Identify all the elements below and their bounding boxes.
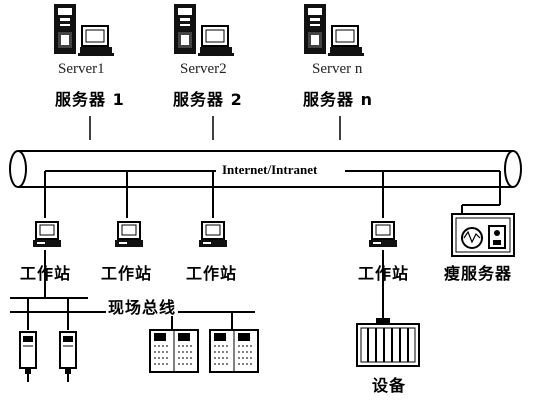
field-device-1-icon	[19, 331, 37, 383]
thin-server-icon	[451, 204, 515, 257]
workstation-2-label: 工作站	[101, 264, 153, 283]
workstation-1-label: 工作站	[20, 264, 72, 283]
server-2-label: 服务器 2	[173, 90, 243, 109]
workstation-2-icon	[114, 221, 144, 248]
network-label: Internet/Intranet	[219, 163, 321, 176]
workstation-links	[44, 171, 501, 218]
fieldbus-lines	[10, 250, 384, 330]
control-cabinet-1-icon	[149, 329, 199, 373]
control-cabinet-2-icon	[209, 329, 259, 373]
server-n-name: Server n	[312, 61, 363, 77]
internet-backbone	[9, 150, 522, 188]
server-n-icon	[303, 3, 365, 57]
server-1-icon	[53, 3, 115, 57]
server-1-label: 服务器 1	[55, 90, 125, 109]
server-n-label: 服务器 n	[303, 90, 373, 109]
device-rack-icon	[356, 318, 420, 367]
field-device-2-icon	[59, 331, 77, 383]
device-label: 设备	[372, 376, 407, 395]
fieldbus-label: 现场总线	[106, 298, 179, 317]
workstation-1-icon	[32, 221, 62, 248]
workstation-4-label: 工作站	[358, 264, 410, 283]
workstation-3-icon	[198, 221, 228, 248]
server-1-name: Server1	[58, 61, 105, 77]
workstation-3-label: 工作站	[186, 264, 238, 283]
workstation-4-icon	[368, 221, 398, 248]
server-2-icon	[173, 3, 235, 57]
server-2-name: Server2	[180, 61, 227, 77]
thin-server-label: 瘦服务器	[444, 264, 513, 283]
